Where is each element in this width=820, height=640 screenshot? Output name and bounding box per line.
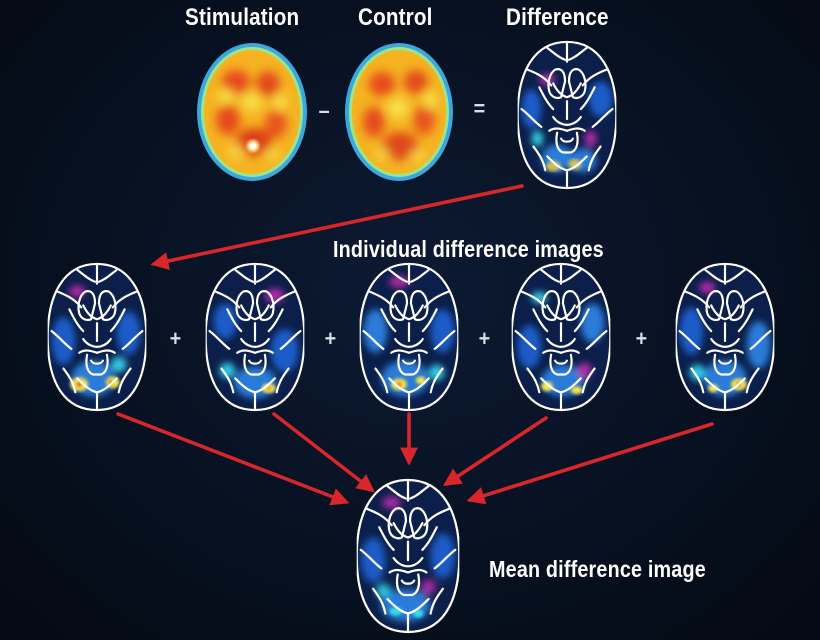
plus-sign-4: + xyxy=(635,326,648,351)
individual-difference-image-3 xyxy=(359,262,459,412)
arrow-image1-to-mean xyxy=(116,412,350,506)
individual-difference-image-5 xyxy=(675,262,775,412)
mean-image-title: Mean difference image xyxy=(489,556,706,582)
difference-title: Difference xyxy=(506,4,609,31)
arrow-image5-to-mean xyxy=(466,422,714,505)
control-pet-scan xyxy=(345,43,453,181)
plus-sign-3: + xyxy=(478,326,491,351)
stimulation-pet-scan xyxy=(197,43,307,181)
equals-sign: = xyxy=(473,96,486,121)
stimulation-title: Stimulation xyxy=(185,4,300,31)
difference-image xyxy=(517,40,617,190)
control-title: Control xyxy=(358,4,433,31)
plus-sign-1: + xyxy=(169,326,182,351)
plus-sign-2: + xyxy=(324,326,337,351)
individual-difference-image-2 xyxy=(205,262,305,412)
arrow-image4-to-mean xyxy=(442,416,548,486)
individual-difference-image-4 xyxy=(511,262,611,412)
individual-difference-image-1 xyxy=(47,262,147,412)
minus-sign: – xyxy=(318,98,330,123)
mean-difference-image xyxy=(356,478,460,634)
individual-images-title: Individual difference images xyxy=(333,236,604,262)
